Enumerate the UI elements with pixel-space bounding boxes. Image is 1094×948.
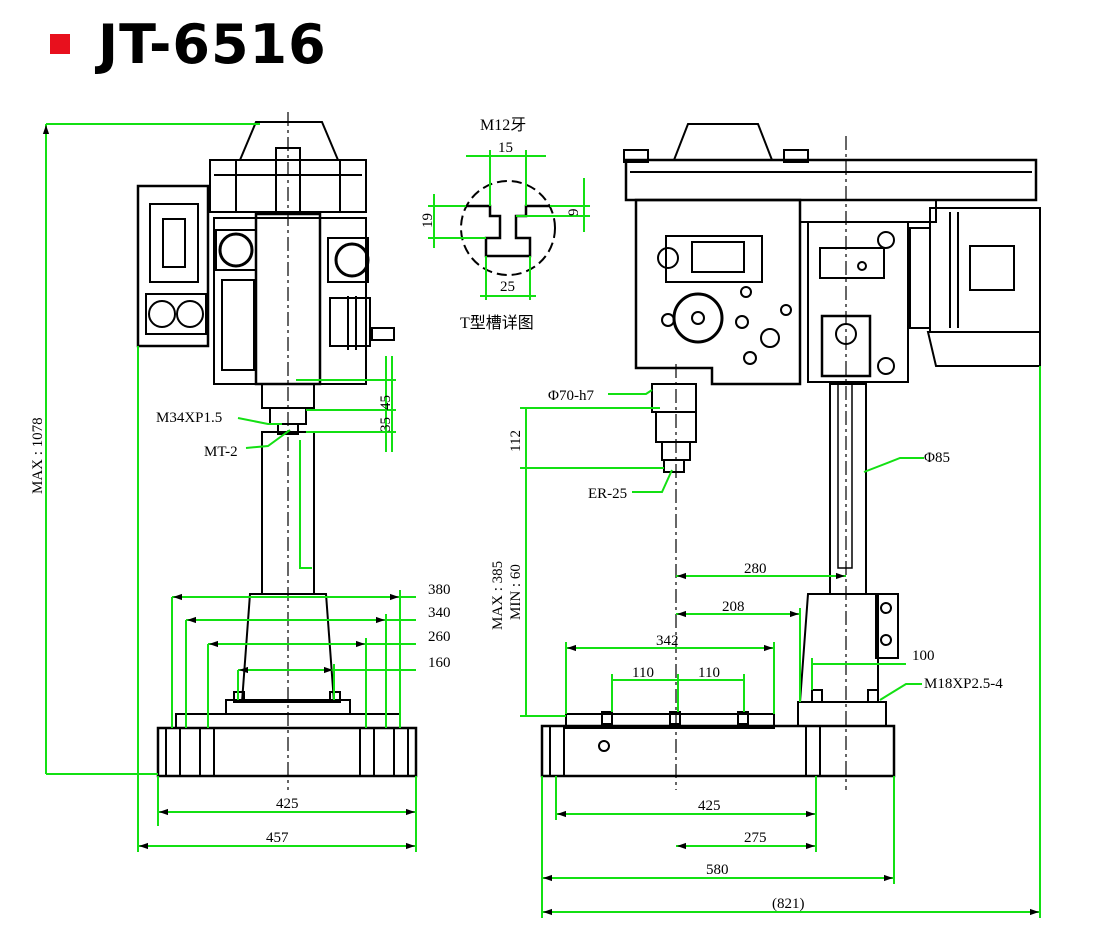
front-arrows [42,125,415,850]
dim-342: 342 [656,633,679,649]
dim-208: 208 [722,599,745,615]
tslot-bottom-width: 25 [500,279,515,295]
width-340: 340 [428,605,451,621]
column-diameter: Φ85 [924,450,950,466]
side-head [624,158,1038,202]
base-425-side: 425 [698,798,721,814]
side-base [540,724,896,778]
dim-580: 580 [706,862,729,878]
tslot-top-width: 15 [498,140,513,156]
control-panel [136,184,210,348]
base [156,726,418,778]
front-dimensions [45,123,417,852]
page-title: JT-6516 [98,12,327,76]
front-view [136,112,418,790]
spindle-thread-label: M34XP1.5 [156,410,222,426]
stroke-min: MIN : 60 [508,564,524,620]
width-160: 160 [428,655,451,671]
taper-label: MT-2 [204,444,238,460]
tslot-heading: M12牙 [480,117,526,134]
quill-diameter: Φ70-h7 [548,388,594,404]
base-457: 457 [266,830,289,846]
side-view [540,123,1041,790]
overall-length: (821) [772,896,805,912]
max-height-label: MAX : 1078 [30,417,46,494]
head-housing [209,159,367,213]
tslot-depth: 19 [420,213,436,228]
width-380: 380 [428,582,451,598]
side-head-cap [673,123,773,161]
side-column [829,383,867,595]
tslot-detail: M12牙 15 25 19 9 T型槽详图 [420,117,590,332]
stroke-max: MAX : 385 [490,561,506,630]
dim-280: 280 [744,561,767,577]
side-labels: Φ70-h7 ER-25 Φ85 112 MAX : 385 MIN : 60 … [490,388,1003,912]
dim-110-left: 110 [632,665,654,681]
gearbox [634,198,802,386]
title-bar: JT-6516 [50,12,327,76]
dim-45: 45 [378,395,394,410]
head-cap [239,121,339,161]
dim-35: 35 [378,417,394,432]
tslot-caption: T型槽详图 [460,314,534,332]
width-260: 260 [428,629,451,645]
title-bullet [50,34,70,54]
dim-112: 112 [508,430,524,452]
dim-275: 275 [744,830,767,846]
collet-label: ER-25 [588,486,627,502]
dim-110-right: 110 [698,665,720,681]
side-dimensions [520,366,1041,918]
spindle-body [213,217,367,385]
bolt-label: M18XP2.5-4 [924,676,1003,692]
base-425-front: 425 [276,796,299,812]
front-labels: MAX : 1078 M34XP1.5 MT-2 45 35 380 340 2… [30,395,451,846]
side-arrows [543,572,1039,916]
tslot-neck: 9 [566,209,582,217]
dim-100: 100 [912,648,935,664]
